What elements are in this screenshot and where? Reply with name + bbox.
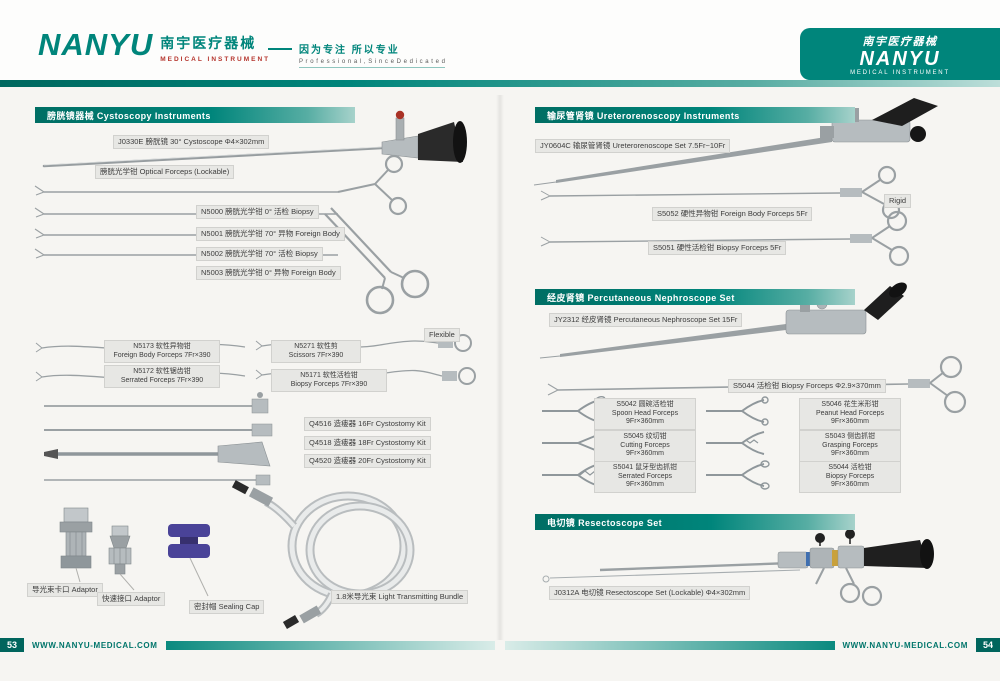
- site-url-right: WWW.NANYU-MEDICAL.COM: [842, 640, 968, 650]
- rigid-forceps-image: [540, 165, 910, 267]
- resectoscope-image: [542, 529, 934, 607]
- label-flexible: Flexible: [424, 328, 460, 342]
- header-band: [0, 80, 1000, 87]
- slogan-dash: [268, 47, 292, 50]
- slogan-en: P r o f e s s i o n a l , S i n c e D e …: [299, 59, 446, 68]
- cystoscope-image: [42, 110, 467, 168]
- label-optical-forceps: 膀胱光学钳 Optical Forceps (Lockable): [95, 165, 235, 179]
- label-cystoscope-j0330e: J0330E 膀胱镜 30° Cystoscope Φ4×302mm: [113, 135, 270, 149]
- label-n5002: N5002 膀胱光学钳 70° 活检 Biopsy: [196, 247, 323, 261]
- label-jy0604c: JY0604C 输尿管肾镜 Ureterorenoscope Set 7.5Fr…: [535, 139, 731, 153]
- label-jy2312: JY2312 经皮肾镜 Percutaneous Nephroscope Set…: [549, 313, 743, 327]
- sealing-cap-image: [168, 524, 210, 597]
- forceps-jaw-biopsy-image: [706, 460, 770, 490]
- label-s5051: S5051 硬性活检钳 Biopsy Forceps 5Fr: [648, 241, 787, 255]
- right-page-art: [533, 98, 967, 607]
- label-quick-adaptor: 快速接口 Adaptor: [97, 592, 166, 606]
- header: NANYU 南宇医疗器械 MEDICAL INSTRUMENT 因为专注 所以专…: [0, 0, 1000, 80]
- label-q4518: Q4518 造瘘器 18Fr Cystostomy Kit: [304, 436, 431, 450]
- light-cable-adaptor-image: [59, 507, 93, 583]
- forceps-jaw-grasping-image: [706, 431, 765, 455]
- label-light-adaptor: 导光束卡口 Adaptor: [27, 583, 103, 597]
- section-banner-nephroscope: 经皮肾镜 Percutaneous Nephroscope Set: [535, 289, 855, 305]
- label-n5001: N5001 膀胱光学钳 70° 异物 Foreign Body: [196, 227, 345, 241]
- footer-bar-left: [165, 640, 495, 650]
- brand-badge: 南宇医疗器械 NANYU MEDICAL INSTRUMENT: [800, 28, 1000, 80]
- ureteroscope-image: [533, 98, 938, 186]
- cystostomy-kit-image: [44, 392, 273, 486]
- page-gutter: [496, 95, 504, 640]
- nephroscope-image: [539, 282, 907, 359]
- brand-logo-cn: 南宇医疗器械: [160, 35, 257, 51]
- forceps-jaw-serrated-image: [542, 463, 601, 487]
- page-number-right: 54: [975, 638, 1000, 652]
- label-s5044-long: S5044 活检钳 Biopsy Forceps Φ2.9×370mm: [728, 379, 886, 393]
- brand-logo-text: NANYU: [38, 27, 154, 62]
- slogan: 因为专注 所以专业 P r o f e s s i o n a l , S i …: [268, 41, 446, 68]
- footer: 53 WWW.NANYU-MEDICAL.COM WWW.NANYU-MEDIC…: [0, 637, 1000, 653]
- label-n5003: N5003 膀胱光学钳 0° 异物 Foreign Body: [196, 266, 341, 280]
- badge-logo: NANYU: [859, 47, 941, 70]
- badge-cn: 南宇医疗器械: [862, 35, 938, 48]
- site-url-left: WWW.NANYU-MEDICAL.COM: [32, 640, 158, 650]
- footer-bar-right: [505, 640, 835, 650]
- quick-adaptor-image: [108, 525, 135, 591]
- slogan-cn: 因为专注 所以专业: [299, 45, 400, 56]
- label-q4520: Q4520 造瘘器 20Fr Cystostomy Kit: [304, 454, 431, 468]
- section-banner-cystoscopy: 膀胱镜器械 Cystoscopy Instruments: [35, 107, 355, 123]
- label-n5000: N5000 膀胱光学钳 0° 活检 Biopsy: [196, 205, 319, 219]
- footer-right: WWW.NANYU-MEDICAL.COM 54: [505, 638, 1000, 652]
- section-banner-ureterorenoscopy: 输尿管肾镜 Ureterorenoscopy Instruments: [535, 107, 855, 123]
- label-s5052: S5052 硬性异物钳 Foreign Body Forceps 5Fr: [652, 207, 813, 221]
- flexible-forceps-image: [35, 334, 476, 385]
- section-banner-resectoscope: 电切镜 Resectoscope Set: [535, 514, 855, 530]
- label-rigid: Rigid: [884, 194, 912, 208]
- brand-logo-sub: MEDICAL INSTRUMENT: [160, 56, 271, 63]
- forceps-jaw-peanut-image: [706, 396, 769, 426]
- label-q4516: Q4516 造瘘器 16Fr Cystostomy Kit: [304, 417, 431, 431]
- label-sealing-cap: 密封帽 Sealing Cap: [189, 600, 265, 614]
- forceps-jaw-cutting-image: [542, 433, 601, 453]
- brand-logo: NANYU 南宇医疗器械 MEDICAL INSTRUMENT: [38, 27, 271, 63]
- footer-left: 53 WWW.NANYU-MEDICAL.COM: [0, 638, 495, 652]
- label-light-bundle: 1.8米导光束 Light Transmitting Bundle: [331, 590, 469, 604]
- page-number-left: 53: [0, 638, 25, 652]
- label-j0312a: J0312A 电切镜 Resectoscope Set (Lockable) Φ…: [549, 586, 751, 600]
- badge-sub: MEDICAL INSTRUMENT: [850, 69, 950, 76]
